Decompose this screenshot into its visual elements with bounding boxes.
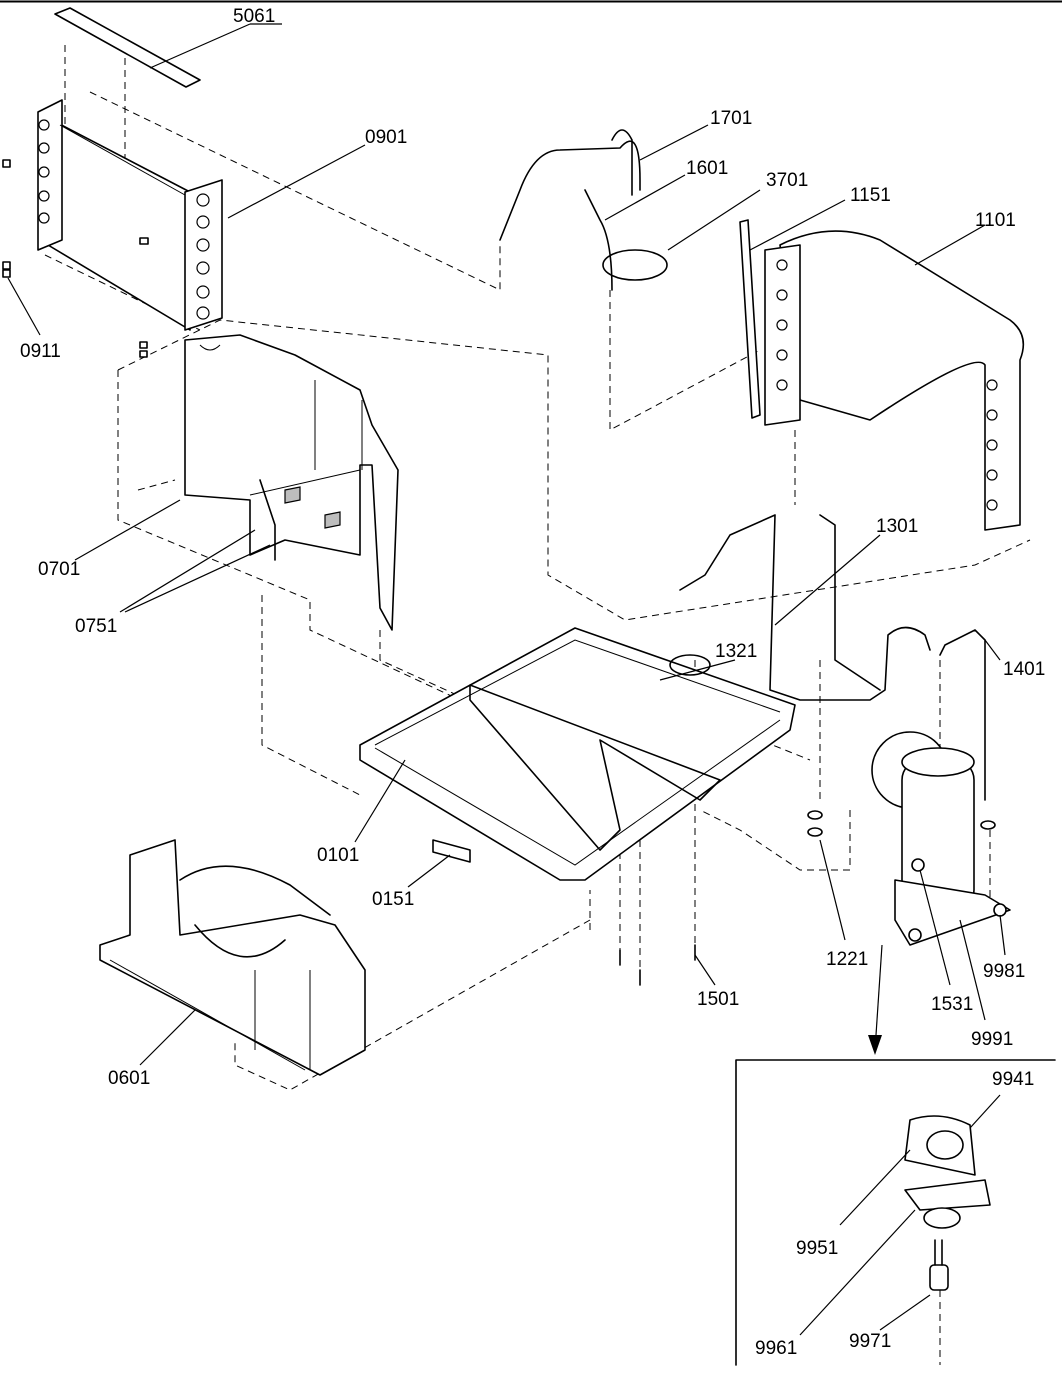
part-1101-condenser-coil [764, 230, 1025, 531]
label-0151: 0151 [372, 889, 414, 910]
part-1221-washers [807, 810, 996, 837]
part-0911-screws [2, 159, 148, 358]
label-0911: 0911 [20, 341, 61, 362]
label-1301: 1301 [876, 516, 918, 537]
label-1321: 1321 [715, 641, 757, 662]
label-1701: 1701 [710, 108, 752, 129]
label-9981: 9981 [983, 961, 1025, 982]
part-1151-bracket [739, 219, 761, 419]
label-1151: 1151 [850, 185, 891, 206]
label-1601: 1601 [686, 158, 728, 179]
label-1101: 1101 [975, 210, 1016, 231]
assembly-guide-lines [44, 45, 1031, 1365]
part-1301-discharge-tube [679, 514, 931, 701]
label-0751: 0751 [75, 616, 117, 637]
label-1221: 1221 [826, 949, 868, 970]
part-0701-housing-panel [184, 334, 399, 631]
label-9971: 9971 [849, 1331, 891, 1352]
part-1501-screws [619, 944, 696, 986]
part-0601-shroud [99, 839, 366, 1076]
label-5061: 5061 [233, 6, 275, 27]
label-1401: 1401 [1003, 659, 1045, 680]
leader-lines [7, 23, 1006, 1336]
label-0101: 0101 [317, 845, 359, 866]
label-1531: 1531 [931, 994, 973, 1015]
part-1701-capillary [499, 129, 641, 241]
label-9951: 9951 [796, 1238, 838, 1259]
label-9941: 9941 [992, 1069, 1034, 1090]
inset-detail-box [735, 944, 1056, 1366]
part-1401-suction-tube [939, 629, 986, 801]
part-0151-clip [432, 839, 471, 863]
part-labels: 5061 0901 0911 1701 1601 3701 1151 1101 … [20, 6, 1045, 1359]
part-1601-tube [584, 189, 613, 291]
part-5061-top-strip [54, 7, 201, 88]
label-3701: 3701 [766, 170, 808, 191]
label-0601: 0601 [108, 1068, 150, 1089]
part-0101-base-pan [359, 627, 796, 881]
label-0901: 0901 [365, 127, 407, 148]
label-9991: 9991 [971, 1029, 1013, 1050]
label-9961: 9961 [755, 1338, 797, 1359]
label-0701: 0701 [38, 559, 80, 580]
label-1501: 1501 [697, 989, 739, 1010]
compressor-assembly [871, 731, 1011, 946]
part-3701-ring [602, 249, 668, 281]
part-0901-evaporator-coil [37, 99, 223, 331]
